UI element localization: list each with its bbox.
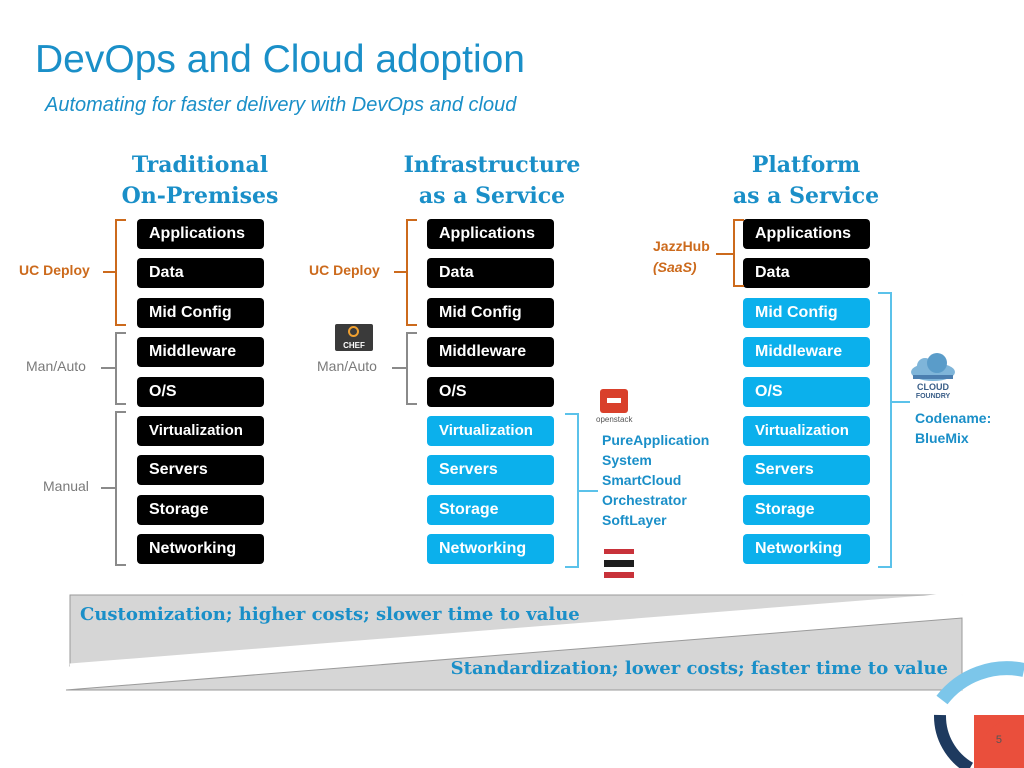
layer-virtualization: Virtualization [137,416,264,446]
slide-subtitle: Automating for faster delivery with DevO… [45,94,517,116]
label-manual: Manual [43,478,89,494]
heading-line: Platform [751,152,861,178]
product-line: System [602,452,652,468]
chef-logo-text: CHEF [343,341,365,350]
cloudfoundry-text: CLOUD FOUNDRY [915,382,951,400]
layer-data: Data [743,258,870,288]
heading-line: Traditional [131,152,269,178]
heading-line: Infrastructure [403,152,581,178]
layer-servers: Servers [743,455,870,485]
layer-storage: Storage [743,495,870,525]
layer-os: O/S [137,377,264,407]
column-heading-traditional: Traditional On-Premises [100,150,300,212]
banner-bottom-text: Standardization; lower costs; faster tim… [450,658,948,679]
layer-mid-config: Mid Config [427,298,554,328]
label-uc-deploy: UC Deploy [309,262,380,278]
layer-virtualization: Virtualization [743,416,870,446]
openstack-logo-mark [600,389,628,413]
column-heading-iaas: Infrastructure as a Service [392,150,592,212]
product-line: Orchestrator [602,492,687,508]
heading-line: as a Service [732,183,880,209]
label-man-auto: Man/Auto [26,358,86,374]
layer-applications: Applications [137,219,264,249]
cloud-icon [911,353,955,381]
product-line: SmartCloud [602,472,682,488]
layer-data: Data [427,258,554,288]
codename-label: Codename: [915,410,992,426]
layer-os: O/S [427,377,554,407]
bracket-paas [878,292,892,568]
label-jazzhub: JazzHub [653,238,710,254]
banner-bottom-shape [65,617,963,691]
page-number: 5 [995,734,1002,746]
cloudfoundry-logo-icon: CLOUD FOUNDRY [907,352,959,404]
layer-mid-config: Mid Config [743,298,870,328]
heading-line: On-Premises [121,183,279,209]
label-man-auto: Man/Auto [317,358,377,374]
layer-middleware: Middleware [743,337,870,367]
openstack-logo-icon: openstack [596,389,638,427]
slide-title: DevOps and Cloud adoption [35,38,525,81]
corner-decoration [933,661,1024,768]
layer-networking: Networking [743,534,870,564]
layer-storage: Storage [427,495,554,525]
heading-line: as a Service [418,183,566,209]
layer-servers: Servers [427,455,554,485]
layer-applications: Applications [427,219,554,249]
label-uc-deploy: UC Deploy [19,262,90,278]
layer-networking: Networking [427,534,554,564]
layer-virtualization: Virtualization [427,416,554,446]
label-saas: (SaaS) [653,259,697,275]
codename-value: BlueMix [915,430,969,446]
layer-servers: Servers [137,455,264,485]
layer-networking: Networking [137,534,264,564]
layer-applications: Applications [743,219,870,249]
openstack-logo-text: openstack [596,415,633,424]
product-line: PureApplication [602,432,710,448]
layer-os: O/S [743,377,870,407]
layer-middleware: Middleware [137,337,264,367]
layer-middleware: Middleware [427,337,554,367]
banner-top-text: Customization; higher costs; slower time… [80,604,580,625]
product-line: SoftLayer [602,512,667,528]
iaas-products-list: PureApplication System SmartCloud Orches… [602,430,709,530]
layer-mid-config: Mid Config [137,298,264,328]
paas-codename: Codename: BlueMix [915,408,991,448]
layer-storage: Storage [137,495,264,525]
softlayer-logo-icon [604,549,634,579]
layer-data: Data [137,258,264,288]
chef-logo-icon: CHEF [335,324,373,351]
column-heading-paas: Platform as a Service [706,150,906,212]
chef-logo-mark [348,326,359,337]
